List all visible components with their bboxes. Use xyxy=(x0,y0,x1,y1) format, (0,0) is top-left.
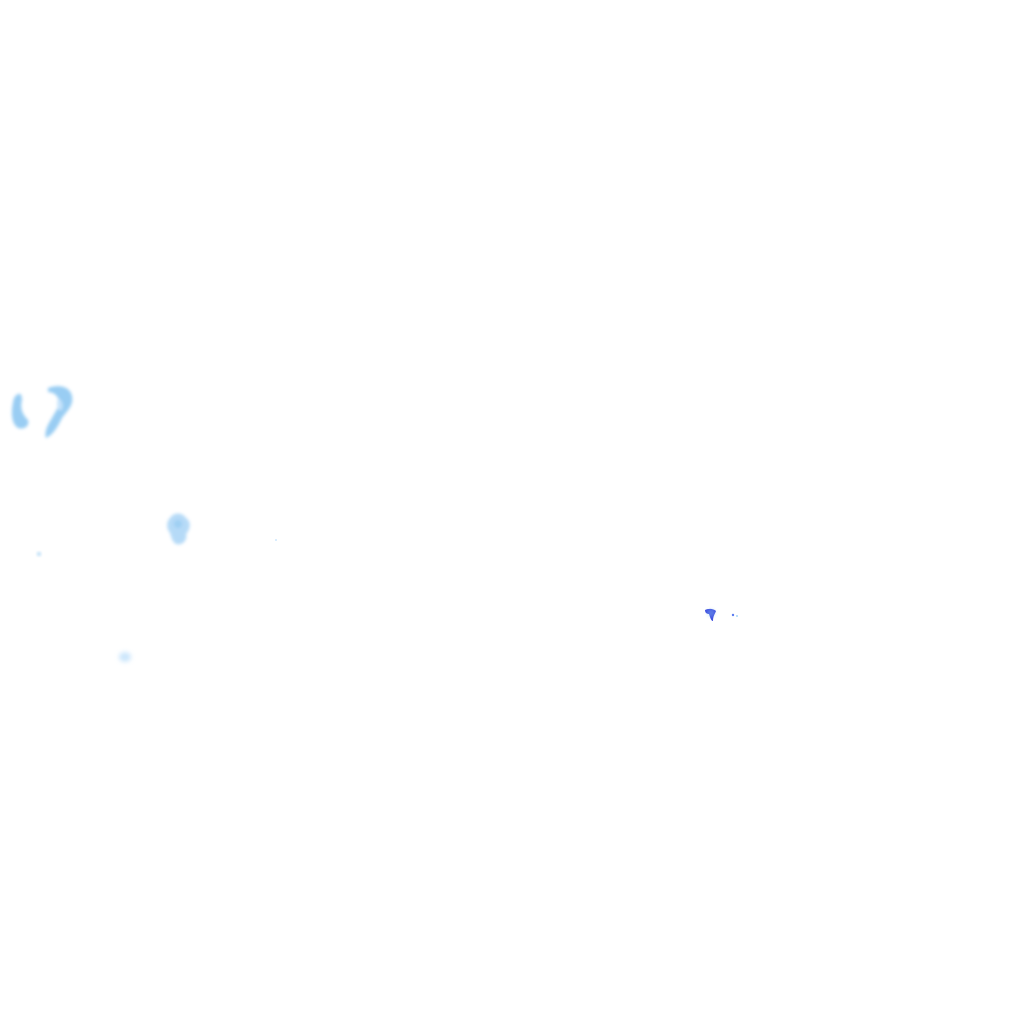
precip-cell-west-ring xyxy=(11,386,73,438)
precip-cell-lower-left xyxy=(119,652,131,662)
precip-cell-east-heavy xyxy=(705,608,738,621)
precip-cell-center-left xyxy=(167,513,190,545)
precip-speck-west xyxy=(37,552,41,556)
precip-speck-center xyxy=(275,539,277,541)
